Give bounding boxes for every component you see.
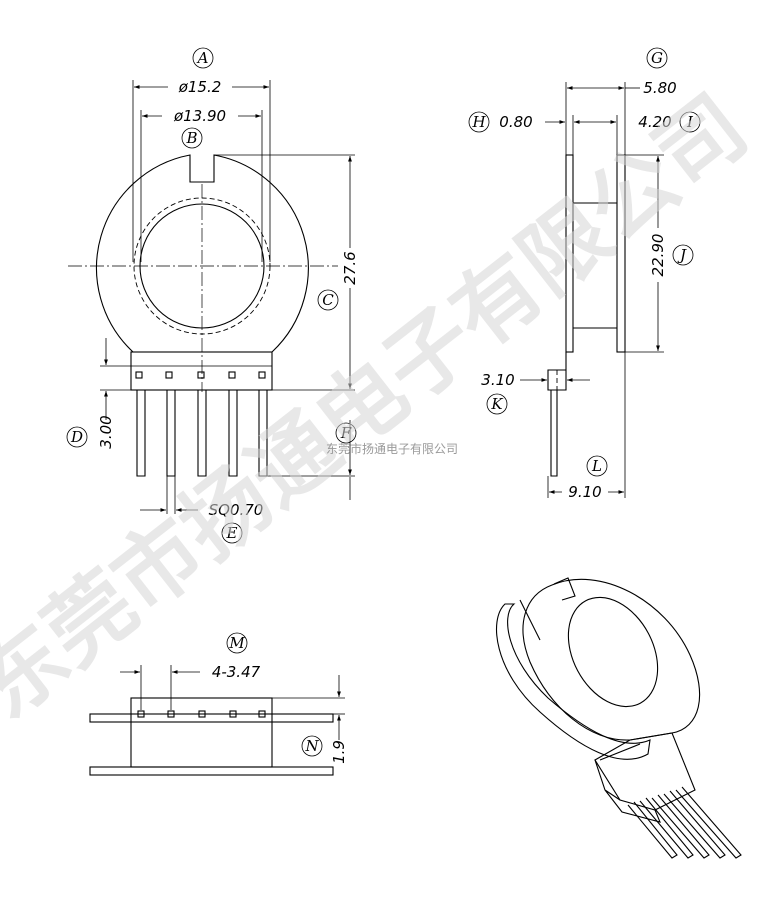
label-c-circle bbox=[317, 289, 339, 311]
label-m-circle bbox=[226, 632, 248, 654]
front-pins bbox=[135, 371, 268, 477]
label-m: M bbox=[228, 634, 245, 652]
pin bbox=[228, 390, 238, 477]
side-flange-left bbox=[565, 154, 574, 353]
bottom-flange-bottom bbox=[89, 766, 334, 776]
label-b-circle bbox=[181, 127, 203, 149]
dim-a-text: ø15.2 bbox=[178, 78, 222, 96]
dim-i-text: 4.20 bbox=[638, 113, 671, 131]
isometric-view bbox=[495, 577, 742, 859]
label-k-circle bbox=[486, 393, 508, 415]
dim-g-text: 5.80 bbox=[643, 79, 676, 97]
pin bbox=[197, 390, 207, 477]
pin bbox=[165, 371, 173, 379]
label-a: A bbox=[196, 49, 209, 67]
dim-e-text: SQ0.70 bbox=[209, 501, 264, 519]
iso-front-flange bbox=[522, 578, 701, 741]
label-d: D bbox=[70, 428, 83, 446]
label-c: C bbox=[322, 291, 334, 309]
pin bbox=[135, 371, 143, 379]
pin bbox=[675, 786, 742, 859]
side-flange-right bbox=[616, 154, 626, 353]
label-j-circle bbox=[672, 244, 694, 266]
pin bbox=[258, 371, 266, 379]
iso-base bbox=[594, 732, 696, 811]
side-base bbox=[547, 352, 567, 391]
pin bbox=[137, 710, 145, 718]
dim-m-text: 4-3.47 bbox=[212, 663, 261, 681]
iso-slot bbox=[553, 577, 576, 601]
label-e: E bbox=[226, 524, 238, 542]
label-f-circle bbox=[335, 422, 357, 444]
pin bbox=[639, 797, 694, 859]
label-g-circle bbox=[646, 47, 668, 69]
iso-base-edge bbox=[594, 759, 661, 823]
pin bbox=[167, 710, 175, 718]
front-base-block bbox=[130, 351, 273, 391]
front-view: ø15.2 A ø13.90 B 27.6 C 3.00 D F bbox=[66, 47, 359, 544]
pin bbox=[627, 801, 678, 859]
label-h: H bbox=[471, 113, 486, 131]
pin bbox=[228, 371, 236, 379]
dim-k-text: 3.10 bbox=[481, 371, 514, 389]
bottom-flange-top bbox=[89, 713, 334, 723]
dim-n-text: 1.9 bbox=[330, 740, 348, 764]
pin bbox=[136, 390, 146, 477]
dim-c-text: 27.6 bbox=[341, 251, 359, 284]
pin bbox=[663, 790, 726, 859]
bottom-base-block bbox=[130, 697, 273, 768]
pin bbox=[258, 390, 268, 477]
dim-b-text: ø13.90 bbox=[173, 107, 226, 125]
pin bbox=[229, 710, 237, 718]
pin bbox=[197, 371, 205, 379]
label-e-circle bbox=[221, 522, 243, 544]
watermark-small: 东莞市扬通电子有限公司 bbox=[326, 441, 458, 456]
pin bbox=[651, 794, 710, 859]
bottom-view: 4-3.47 M 1.9 N bbox=[89, 632, 348, 776]
dim-j-text: 22.90 bbox=[649, 234, 667, 277]
pin bbox=[166, 390, 176, 477]
iso-core bbox=[519, 599, 641, 761]
side-view: 5.80 G 0.80 H 4.20 I 22.90 J 3.10 K bbox=[468, 47, 701, 501]
label-j: J bbox=[677, 246, 687, 264]
label-n-circle bbox=[301, 735, 323, 757]
label-b: B bbox=[185, 129, 197, 147]
iso-inner-bore bbox=[567, 596, 659, 708]
label-i-circle bbox=[679, 111, 701, 133]
bottom-pins bbox=[137, 710, 266, 718]
label-l: L bbox=[591, 457, 602, 475]
label-g: G bbox=[651, 49, 663, 67]
label-l-circle bbox=[586, 455, 608, 477]
side-pin bbox=[550, 390, 558, 477]
label-h-circle bbox=[468, 111, 490, 133]
label-a-circle bbox=[192, 47, 214, 69]
label-n: N bbox=[304, 737, 319, 755]
pin bbox=[198, 710, 206, 718]
dim-l-text: 9.10 bbox=[568, 483, 601, 501]
iso-pins bbox=[627, 786, 742, 859]
label-d-circle bbox=[66, 426, 88, 448]
iso-rear-flange bbox=[495, 603, 651, 760]
label-f: F bbox=[340, 424, 352, 442]
front-outer-ring bbox=[95, 154, 309, 353]
dim-h-text: 0.80 bbox=[499, 113, 532, 131]
label-i: I bbox=[686, 113, 694, 131]
label-k: K bbox=[490, 395, 503, 413]
dim-d-text: 3.00 bbox=[97, 415, 115, 448]
pin bbox=[258, 710, 266, 718]
